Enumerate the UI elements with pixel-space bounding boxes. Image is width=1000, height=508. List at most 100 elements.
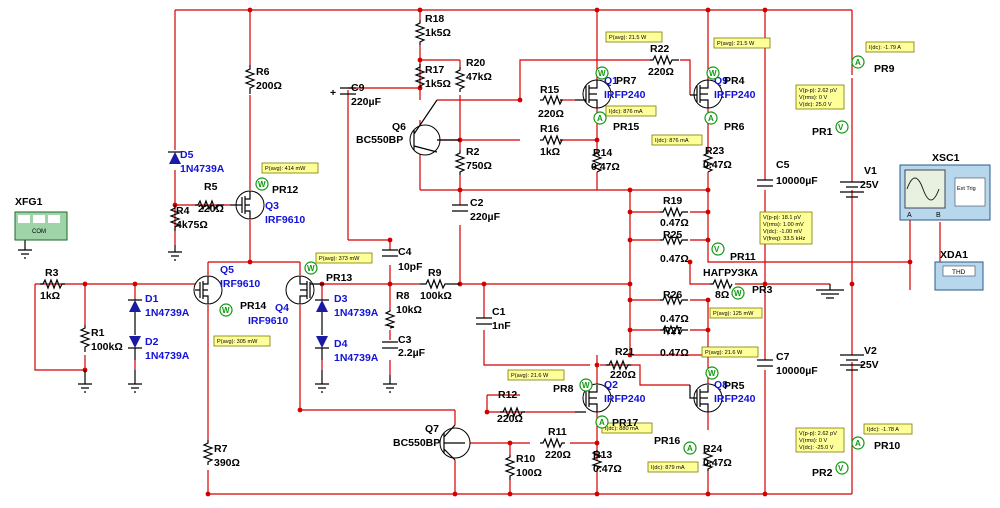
resistor-r18[interactable]: R18 1k5Ω (414, 13, 451, 45)
resistor-r3[interactable]: R3 1kΩ (40, 267, 65, 302)
resistor-r13[interactable]: R13 0.47Ω (590, 449, 622, 475)
bjt-q7[interactable]: Q7 BC550BP (393, 423, 471, 461)
probe-pr14[interactable]: W PR14 P(avg): 305 mW (213, 300, 271, 347)
capacitor-c2[interactable]: C2 220µF (452, 197, 501, 223)
mosfet-q2[interactable]: Q2 IRFP240 (575, 379, 646, 413)
probe-pr6[interactable]: I(dc): 876 mA A PR6 (651, 111, 745, 146)
probe-pr5[interactable]: P(avg): 21.6 W W PR5 (701, 346, 759, 392)
resistor-r27[interactable]: R27 0.47Ω (660, 324, 689, 359)
distortion-analyzer-xda1[interactable]: XDA1 THD (934, 249, 984, 291)
resistor-r9[interactable]: R9 100kΩ (420, 267, 460, 302)
r20-name: R20 (466, 57, 485, 69)
probe-pr4[interactable]: P(avg): 21.5 W W PR4 (706, 37, 771, 87)
pr9-name: PR9 (874, 63, 895, 75)
resistor-r2[interactable]: R2 750Ω (454, 146, 492, 175)
v1-value: 25V (860, 179, 879, 191)
oscilloscope-xsc1[interactable]: XSC1 Ext Trig A B (899, 152, 991, 221)
capacitor-c5[interactable]: C5 10000µF (757, 159, 818, 187)
pr13-name: PR13 (326, 272, 352, 284)
probe-pr2[interactable]: V(p-p): 2.62 pV V(rms): 0 V V(dc): -25.0… (795, 427, 849, 479)
ground-symbols (18, 240, 844, 393)
resistor-r7[interactable]: R7 390Ω (202, 440, 240, 469)
probe-pr16[interactable]: PR16 A I(dc): 879 mA (647, 435, 699, 473)
r23-value: 0.47Ω (703, 159, 732, 171)
resistor-r24[interactable]: R24 0.47Ω (701, 443, 732, 471)
probe-pr12[interactable]: P(avg): 414 mW W PR12 (255, 162, 319, 196)
resistor-r26[interactable]: R26 0.47Ω (660, 289, 689, 325)
probe-pr8[interactable]: P(avg): 21.6 W PR8 W (507, 369, 593, 395)
resistor-r4[interactable]: R4 4k75Ω (169, 205, 208, 231)
mosfet-q4[interactable]: Q4 IRF9610 (248, 275, 324, 327)
pr8-name: PR8 (553, 383, 574, 395)
mosfet-q5[interactable]: Q5 IRF9610 (193, 264, 260, 305)
q1-name: Q1 (604, 75, 618, 87)
r21-name: R21 (615, 346, 634, 358)
resistor-load[interactable]: НАГРУЗКА 8Ω (703, 267, 759, 301)
capacitor-c1[interactable]: C1 1nF (476, 306, 511, 332)
diode-d3[interactable]: D3 1N4739A (315, 293, 379, 335)
resistor-r15[interactable]: R15 220Ω (538, 84, 564, 120)
r22-value: 220Ω (648, 66, 674, 78)
pr2-line-1: V(p-p): 2.62 pV (799, 431, 837, 437)
resistor-r17[interactable]: R17 1k5Ω (414, 64, 451, 90)
resistor-r6[interactable]: R6 200Ω (244, 65, 282, 94)
pr5-reading: P(avg): 21.6 W (705, 350, 743, 356)
function-generator-xfg1[interactable]: XFG1 COM (14, 196, 68, 241)
pr10-reading: I(dc): -1.78 A (867, 427, 899, 433)
svg-text:W: W (709, 69, 717, 78)
probe-pr13[interactable]: P(avg): 373 mW W PR13 (304, 252, 373, 284)
diode-d5[interactable]: D5 1N4739A (168, 149, 225, 175)
pr11-line-3: V(dc): -1.00 mV (763, 229, 802, 235)
probe-pr10[interactable]: I(dc): -1.78 A A PR10 (851, 423, 913, 452)
bjt-q6[interactable]: Q6 BC550BP (356, 99, 460, 156)
c5-value: 10000µF (776, 175, 818, 187)
battery-v1[interactable]: V1 25V (840, 165, 879, 198)
v2-value: 25V (860, 359, 879, 371)
diode-d1[interactable]: D1 1N4739A (128, 293, 190, 335)
mosfet-q3[interactable]: Q3 IRF9610 (230, 190, 305, 226)
resistor-r23[interactable]: R23 0.47Ω (702, 145, 732, 173)
mosfet-q1[interactable]: Q1 IRFP240 (575, 75, 646, 109)
resistor-r16[interactable]: R16 1kΩ (540, 123, 563, 158)
r14-value: 0.47Ω (591, 161, 620, 173)
resistor-r22[interactable]: R22 220Ω (648, 43, 679, 78)
resistor-r20[interactable]: R20 47kΩ (454, 57, 492, 92)
capacitor-c3[interactable]: C3 2.2µF (382, 334, 426, 359)
diode-d2[interactable]: D2 1N4739A (128, 336, 190, 362)
resistor-r21[interactable]: R21 220Ω (600, 346, 636, 381)
resistor-r10[interactable]: R10 100Ω (504, 453, 542, 480)
capacitor-c4[interactable]: C4 10pF (382, 246, 423, 273)
xfg1-com-label: COM (32, 229, 46, 235)
resistor-r25[interactable]: R25 0.47Ω (660, 229, 689, 265)
pr14-reading: P(avg): 305 mW (217, 339, 258, 345)
r6-name: R6 (256, 66, 270, 78)
svg-text:V: V (838, 464, 844, 473)
mosfet-q9[interactable]: Q9 IRFP240 (690, 75, 756, 109)
probe-pr15[interactable]: I(dc): 876 mA A PR15 (593, 105, 657, 133)
probe-pr11[interactable]: V(p-p): 18.1 pV V(rms): 1.00 mV V(dc): -… (711, 211, 813, 263)
battery-v2[interactable]: V2 25V (840, 345, 879, 371)
c1-value: 1nF (492, 320, 511, 332)
resistor-r8[interactable]: R8 10kΩ (383, 290, 422, 329)
resistor-r19[interactable]: R19 0.47Ω (660, 195, 689, 229)
probe-pr9[interactable]: I(dc): -1.79 A A PR9 (851, 41, 915, 75)
r27-name: R27 (663, 325, 682, 337)
probe-pr17[interactable]: I(dc): 880 mA A PR17 (595, 415, 653, 434)
capacitor-c7[interactable]: C7 10000µF (757, 351, 818, 377)
r17-name: R17 (425, 64, 444, 76)
mosfet-q8[interactable]: Q8 IRFP240 (689, 379, 756, 413)
resistor-r11[interactable]: R11 220Ω (540, 426, 571, 461)
probe-pr3[interactable]: W PR3 P(avg): 125 mW (709, 284, 773, 319)
q8-value: IRFP240 (714, 393, 756, 405)
resistor-r5[interactable]: R5 220Ω (195, 181, 224, 215)
probe-pr7[interactable]: P(avg): 21.5 W W PR7 (595, 31, 663, 87)
resistor-r12[interactable]: R12 220Ω (497, 389, 525, 425)
c3-name: C3 (398, 334, 412, 346)
d3-name: D3 (334, 293, 348, 305)
resistor-r14[interactable]: R14 0.47Ω (591, 147, 620, 173)
probe-pr1[interactable]: V(p-p): 2.62 pV V(rms): 0 V V(dc): 25.0 … (795, 84, 849, 138)
resistor-r1[interactable]: R1 100kΩ (79, 325, 123, 353)
xsc1-ch-b: B (936, 212, 941, 219)
diode-d4[interactable]: D4 1N4739A (315, 336, 379, 364)
capacitor-c9[interactable]: C9 220µF + (330, 82, 382, 108)
